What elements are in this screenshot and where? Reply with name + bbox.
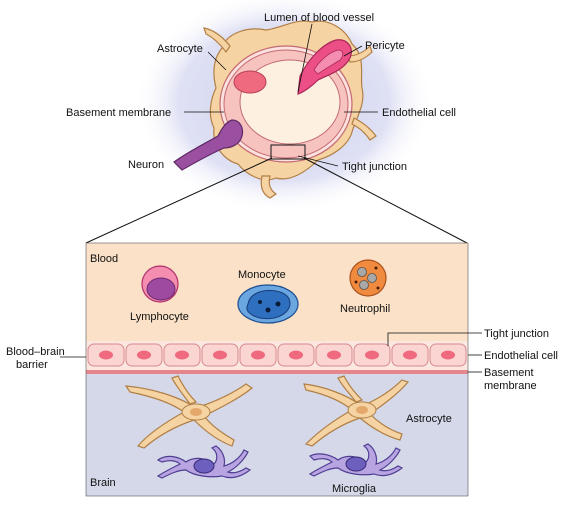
neutrophil-lobe — [359, 280, 369, 290]
basement-membrane-layer — [86, 370, 468, 374]
label-basement-membrane-detail-1: Basement — [484, 367, 534, 379]
label-neutrophil: Neutrophil — [340, 303, 390, 315]
label-lumen: Lumen of blood vessel — [264, 12, 374, 24]
label-endothelial-cell-detail: Endothelial cell — [484, 350, 558, 362]
neutrophil-granule — [374, 266, 378, 270]
monocyte-granule — [275, 301, 281, 307]
endothelial-nucleus — [403, 350, 417, 360]
astrocyte-left-nucleus — [190, 408, 202, 416]
endothelial-nucleus — [213, 350, 227, 360]
neuron — [173, 119, 244, 171]
microglia-right-nucleus — [345, 456, 367, 472]
zoom-line-right — [303, 157, 468, 244]
label-neuron: Neuron — [128, 159, 164, 171]
label-tight-junction-detail: Tight junction — [484, 328, 549, 340]
endothelial-nucleus — [441, 350, 455, 360]
label-blood: Blood — [90, 253, 118, 265]
lymphocyte-nucleus — [146, 277, 176, 301]
endothelial-nucleus — [289, 350, 303, 360]
endothelial-nucleus — [137, 350, 151, 360]
astrocyte-right-nucleus — [356, 406, 368, 414]
label-lymphocyte: Lymphocyte — [130, 311, 189, 323]
label-brain: Brain — [90, 477, 116, 489]
label-monocyte: Monocyte — [238, 269, 286, 281]
leader-astrocyte — [207, 51, 227, 71]
tight-junction-box — [270, 144, 306, 160]
astrocyte-process — [347, 44, 373, 63]
astrocyte-process — [203, 27, 231, 54]
endothelial-nucleus — [251, 350, 265, 360]
label-basement-membrane-top: Basement membrane — [66, 107, 171, 119]
detail-panel-frame — [85, 242, 469, 497]
label-bbb-1: Blood–brain — [6, 346, 65, 358]
astrocyte-process — [351, 117, 377, 141]
leader-pericyte — [343, 45, 363, 57]
neutrophil-granule — [376, 286, 380, 290]
leader-tight-junction-detail — [387, 332, 482, 346]
label-bbb-2: barrier — [16, 359, 48, 371]
zoom-line-left — [85, 157, 273, 244]
endothelial-cell-row — [87, 343, 467, 367]
pericyte-nucleus — [313, 49, 344, 75]
monocyte-granule — [265, 307, 271, 313]
leader-tight-junction — [297, 155, 339, 167]
microglia-left-nucleus — [193, 458, 215, 474]
endothelial-nucleus — [175, 350, 189, 360]
label-microglia: Microglia — [332, 483, 377, 495]
neutrophil-granule — [354, 280, 358, 284]
endothelial-nucleus — [99, 350, 113, 360]
label-endothelial-cell-top: Endothelial cell — [382, 107, 456, 119]
label-pericyte: Pericyte — [365, 40, 405, 52]
label-basement-membrane-detail-2: membrane — [484, 380, 537, 392]
leader-lumen — [297, 23, 313, 93]
monocyte-nucleus — [246, 290, 291, 320]
endothelial-nucleus — [365, 350, 379, 360]
monocyte-granule — [258, 300, 262, 304]
label-astrocyte-detail: Astrocyte — [406, 413, 452, 425]
endothelial-nucleus-top — [233, 70, 267, 94]
neutrophil-lobe — [367, 273, 377, 283]
label-tight-junction-top: Tight junction — [342, 161, 407, 173]
label-astrocyte-top: Astrocyte — [157, 43, 203, 55]
neutrophil-lobe — [357, 267, 367, 277]
endothelial-nucleus — [327, 350, 341, 360]
astrocyte-process — [260, 175, 278, 199]
